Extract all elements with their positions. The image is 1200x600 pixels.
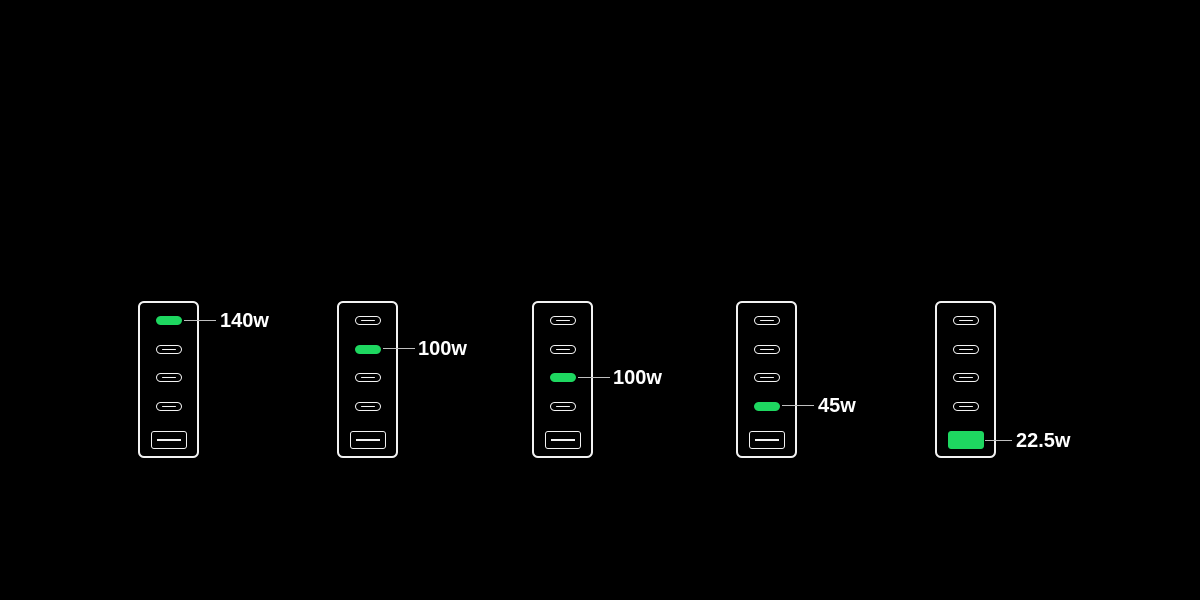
leader-line-3 bbox=[578, 377, 610, 378]
usb-c-port-1 bbox=[155, 316, 182, 325]
usb-c-port-1 bbox=[549, 316, 576, 325]
power-label-2: 100w bbox=[418, 338, 467, 360]
usb-c-port-3 bbox=[753, 373, 780, 382]
usb-c-port-2 bbox=[952, 345, 979, 354]
usb-a-port bbox=[748, 431, 785, 449]
charger-5 bbox=[935, 301, 996, 458]
charger-3 bbox=[532, 301, 593, 458]
usb-c-port-2 bbox=[354, 345, 381, 354]
usb-c-port-1 bbox=[952, 316, 979, 325]
charger-2 bbox=[337, 301, 398, 458]
power-label-4: 45w bbox=[818, 395, 856, 417]
usb-c-port-3 bbox=[354, 373, 381, 382]
power-label-5: 22.5w bbox=[1016, 430, 1071, 452]
leader-line-4 bbox=[782, 405, 814, 406]
usb-c-port-3 bbox=[155, 373, 182, 382]
usb-c-port-3 bbox=[549, 373, 576, 382]
usb-c-port-1 bbox=[354, 316, 381, 325]
charger-4 bbox=[736, 301, 797, 458]
leader-line-1 bbox=[184, 320, 216, 321]
power-label-1: 140w bbox=[220, 310, 269, 332]
usb-c-port-4 bbox=[549, 402, 576, 411]
usb-c-port-4 bbox=[753, 402, 780, 411]
charger-1 bbox=[138, 301, 199, 458]
usb-c-port-2 bbox=[155, 345, 182, 354]
usb-c-port-1 bbox=[753, 316, 780, 325]
usb-a-port bbox=[150, 431, 187, 449]
usb-c-port-3 bbox=[952, 373, 979, 382]
usb-c-port-4 bbox=[354, 402, 381, 411]
usb-c-port-2 bbox=[753, 345, 780, 354]
usb-a-port bbox=[544, 431, 581, 449]
leader-line-2 bbox=[383, 348, 415, 349]
usb-c-port-2 bbox=[549, 345, 576, 354]
usb-c-port-4 bbox=[952, 402, 979, 411]
usb-a-port bbox=[349, 431, 386, 449]
usb-c-port-4 bbox=[155, 402, 182, 411]
power-label-3: 100w bbox=[613, 367, 662, 389]
usb-a-port bbox=[947, 431, 984, 449]
leader-line-5 bbox=[985, 440, 1012, 441]
